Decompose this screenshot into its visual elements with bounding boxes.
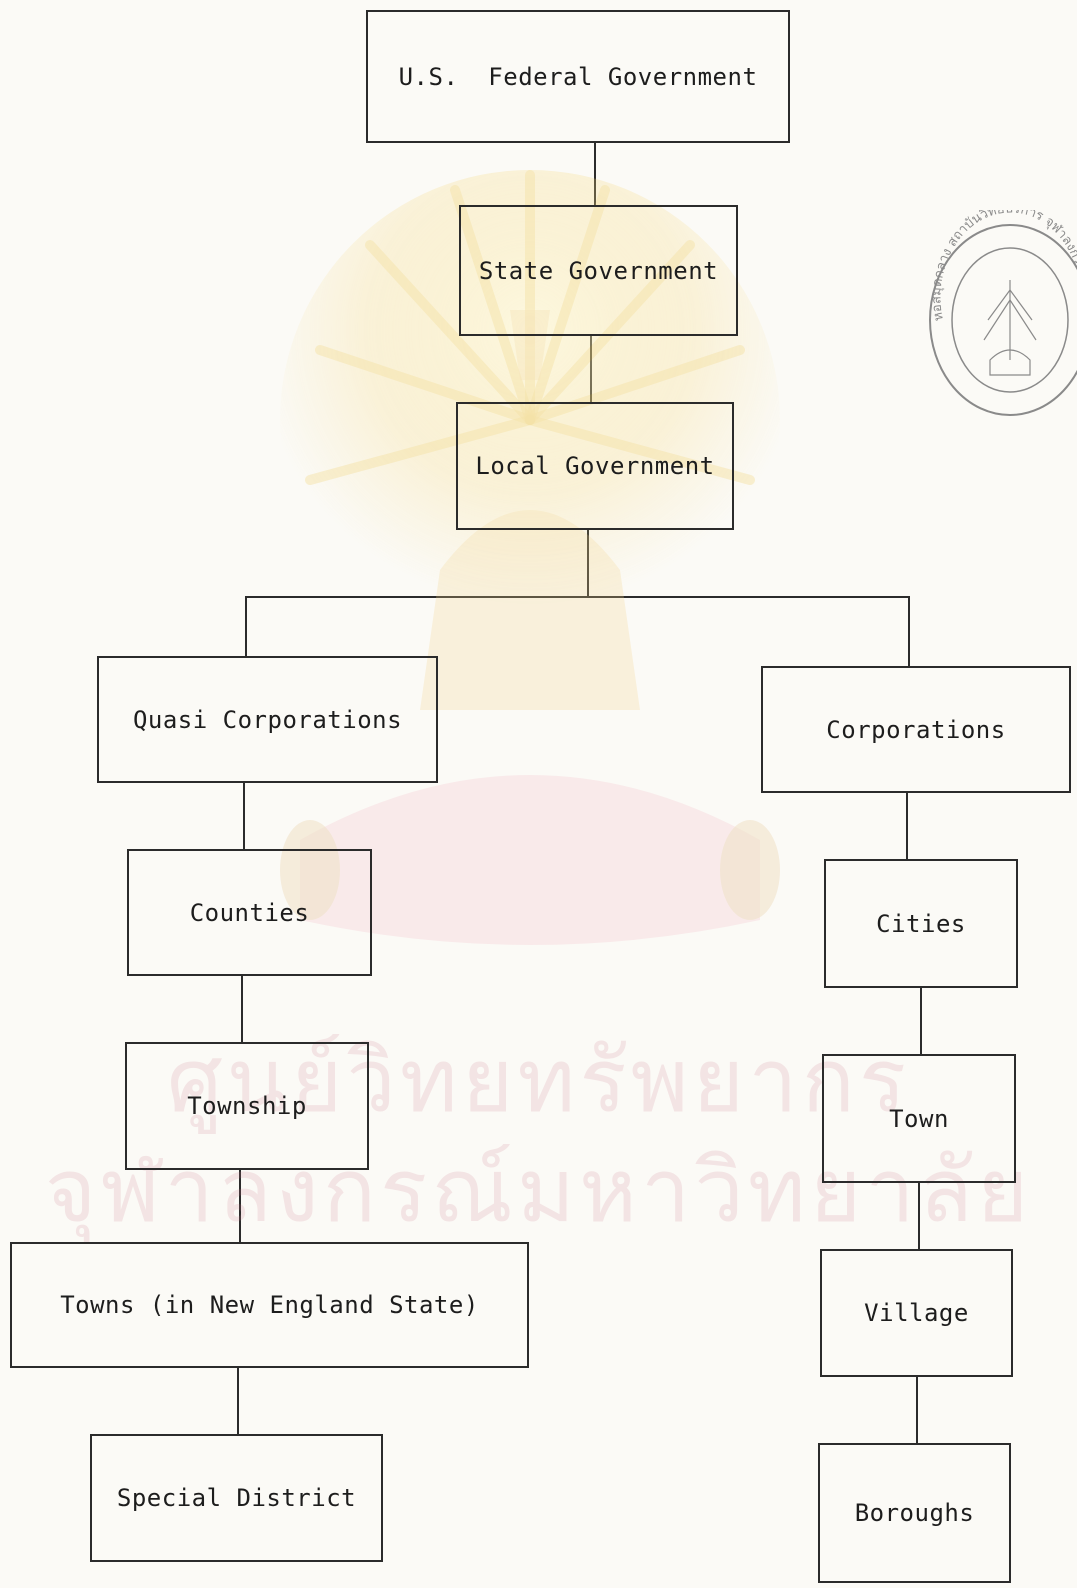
emblem-crown	[420, 310, 640, 710]
stamp-emblem-icon	[983, 280, 1037, 376]
connector-branch-quasi	[245, 596, 247, 656]
university-emblem-watermark	[280, 170, 780, 945]
connector-federal-state	[594, 143, 596, 205]
connector-counties-township	[241, 976, 243, 1042]
connector-town-village	[918, 1183, 920, 1249]
node-township: Township	[125, 1042, 369, 1170]
node-counties: Counties	[127, 849, 372, 976]
watermark-text-line1: ศูนย์วิทยทรัพยากร	[166, 1029, 911, 1132]
connector-corporations-cities	[906, 793, 908, 859]
node-state-government: State Government	[459, 205, 738, 336]
emblem-rays	[280, 170, 780, 670]
node-special-district: Special District	[90, 1434, 383, 1562]
connector-cities-town	[920, 988, 922, 1054]
node-towns-new-england: Towns (in New England State)	[10, 1242, 529, 1368]
connector-towns-special	[237, 1368, 239, 1434]
emblem-base	[280, 775, 780, 945]
connector-village-boroughs	[916, 1377, 918, 1443]
node-town: Town	[822, 1054, 1016, 1183]
node-cities: Cities	[824, 859, 1018, 988]
node-local-government: Local Government	[456, 402, 734, 530]
connector-township-towns	[239, 1170, 241, 1242]
node-us-federal-government: U.S. Federal Government	[366, 10, 790, 143]
node-village: Village	[820, 1249, 1013, 1377]
node-corporations: Corporations	[761, 666, 1071, 793]
connector-quasi-counties	[243, 783, 245, 849]
library-stamp: หอสมุดกลาง สถาบันวิทยบริการ จุฬาลงกรณ์มห…	[918, 210, 1077, 416]
watermark-text-line2: จุฬาลงกรณ์มหาวิทยาลัย	[44, 1139, 1033, 1242]
connector-branch-corporations	[908, 596, 910, 666]
node-boroughs: Boroughs	[818, 1443, 1011, 1583]
node-quasi-corporations: Quasi Corporations	[97, 656, 438, 783]
